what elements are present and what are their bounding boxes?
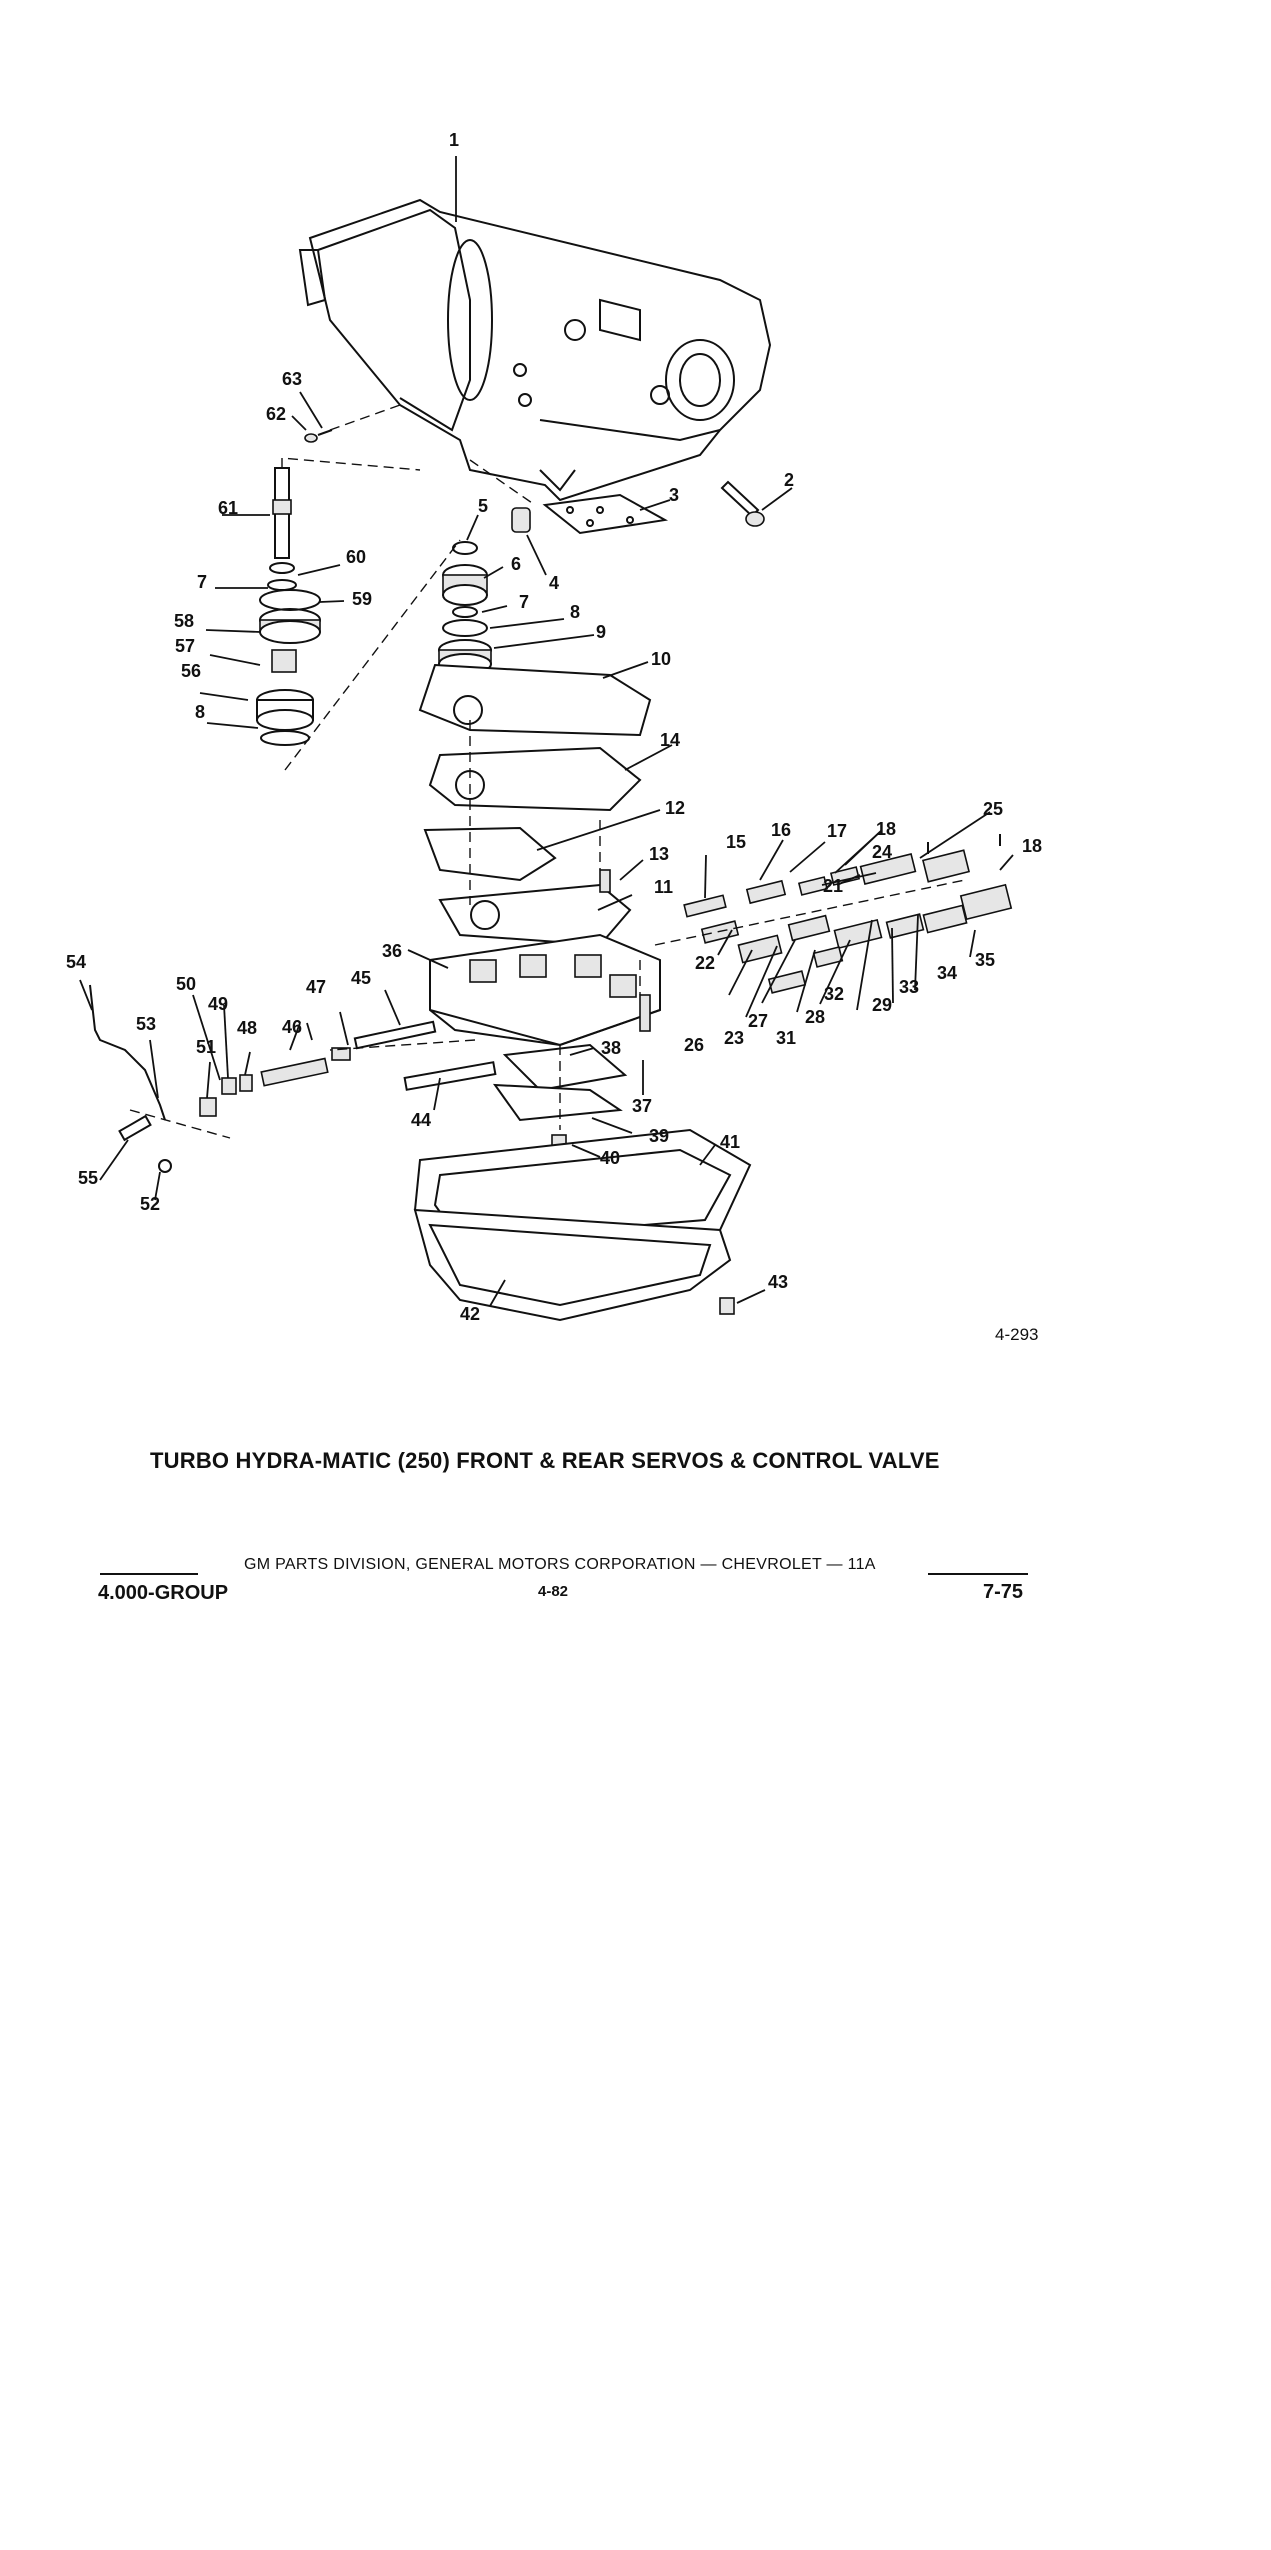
- callout-45: 45: [351, 968, 371, 988]
- callout-5: 5: [478, 496, 488, 516]
- figure-caption: TURBO HYDRA-MATIC (250) FRONT & REAR SER…: [150, 1448, 940, 1473]
- callout-63: 63: [282, 369, 302, 389]
- callout-51: 51: [196, 1037, 216, 1057]
- callout-24: 24: [872, 842, 892, 862]
- callout-37: 37: [632, 1096, 652, 1116]
- footer-rule-left: [100, 1573, 198, 1575]
- callout-32: 32: [824, 984, 844, 1004]
- callout-8b: 8: [195, 702, 205, 722]
- callout-7b: 7: [197, 572, 207, 592]
- callout-60: 60: [346, 547, 366, 567]
- valve-train-parts: [683, 834, 1013, 994]
- callout-35: 35: [975, 950, 995, 970]
- callout-52: 52: [140, 1194, 160, 1214]
- callout-44: 44: [411, 1110, 431, 1130]
- footer-publisher: GM PARTS DIVISION, GENERAL MOTORS CORPOR…: [244, 1556, 876, 1573]
- callout-3: 3: [669, 485, 679, 505]
- leader-lines: [79, 156, 1014, 1307]
- callout-8a: 8: [570, 602, 580, 622]
- case-cover-pad: [542, 493, 669, 535]
- callout-26: 26: [684, 1035, 704, 1055]
- callout-6: 6: [511, 554, 521, 574]
- callout-62: 62: [266, 404, 286, 424]
- callout-49: 49: [208, 994, 228, 1014]
- footer-group-label: 4.000-GROUP: [98, 1582, 229, 1604]
- callout-41: 41: [720, 1132, 740, 1152]
- callout-50: 50: [176, 974, 196, 994]
- callout-47: 47: [306, 977, 326, 997]
- callout-29: 29: [872, 995, 892, 1015]
- callout-14: 14: [660, 730, 680, 750]
- callout-17: 17: [827, 821, 847, 841]
- callout-1: 1: [449, 130, 459, 150]
- callout-22: 22: [695, 953, 715, 973]
- callout-56: 56: [181, 661, 201, 681]
- footer-page-number: 4-82: [538, 1583, 569, 1600]
- callout-33: 33: [899, 977, 919, 997]
- callout-27: 27: [748, 1011, 768, 1031]
- callout-9: 9: [596, 622, 606, 642]
- callout-15: 15: [726, 832, 746, 852]
- callout-38: 38: [601, 1038, 621, 1058]
- callout-43: 43: [768, 1272, 788, 1292]
- callout-numbers: 1 2 3 4 5 6 7 7 8 8 9 10 11 12 13 14 15 …: [66, 130, 1042, 1324]
- exploded-parts-diagram: 1 2 3 4 5 6 7 7 8 8 9 10 11 12 13 14 15 …: [66, 130, 1042, 1324]
- footer-rule-right: [928, 1573, 1028, 1575]
- callout-46: 46: [282, 1017, 302, 1037]
- front-servo-stack: [438, 541, 492, 675]
- callout-23: 23: [724, 1028, 744, 1048]
- callout-10: 10: [651, 649, 671, 669]
- callout-53: 53: [136, 1014, 156, 1034]
- callout-13: 13: [649, 844, 669, 864]
- callout-40: 40: [600, 1148, 620, 1168]
- callout-18b: 18: [1022, 836, 1042, 856]
- callout-16: 16: [771, 820, 791, 840]
- manual-linkage: [89, 984, 497, 1173]
- case-plug: [511, 507, 531, 533]
- case-bolt: [720, 480, 765, 527]
- transmission-case: [298, 198, 772, 502]
- callout-34: 34: [937, 963, 957, 983]
- callout-2: 2: [784, 470, 794, 490]
- callout-36: 36: [382, 941, 402, 961]
- callout-28: 28: [805, 1007, 825, 1027]
- callout-18a: 18: [876, 819, 896, 839]
- callout-7a: 7: [519, 592, 529, 612]
- callout-58: 58: [174, 611, 194, 631]
- callout-39: 39: [649, 1126, 669, 1146]
- figure-id: 4-293: [995, 1325, 1039, 1344]
- callout-42: 42: [460, 1304, 480, 1324]
- footer-date: 7-75: [983, 1581, 1024, 1603]
- callout-21: 21: [823, 876, 843, 896]
- callout-4: 4: [549, 573, 559, 593]
- callout-12: 12: [665, 798, 685, 818]
- callout-25: 25: [983, 799, 1003, 819]
- callout-54: 54: [66, 952, 86, 972]
- rear-servo-stack: [256, 429, 333, 746]
- callout-48: 48: [237, 1018, 257, 1038]
- callout-61: 61: [218, 498, 238, 518]
- control-valve-body: [429, 933, 661, 1047]
- callout-11: 11: [654, 877, 673, 897]
- callout-31: 31: [776, 1028, 796, 1048]
- oil-pan-assembly: [413, 869, 752, 1322]
- callout-59: 59: [352, 589, 372, 609]
- callout-57: 57: [175, 636, 195, 656]
- callout-55: 55: [78, 1168, 98, 1188]
